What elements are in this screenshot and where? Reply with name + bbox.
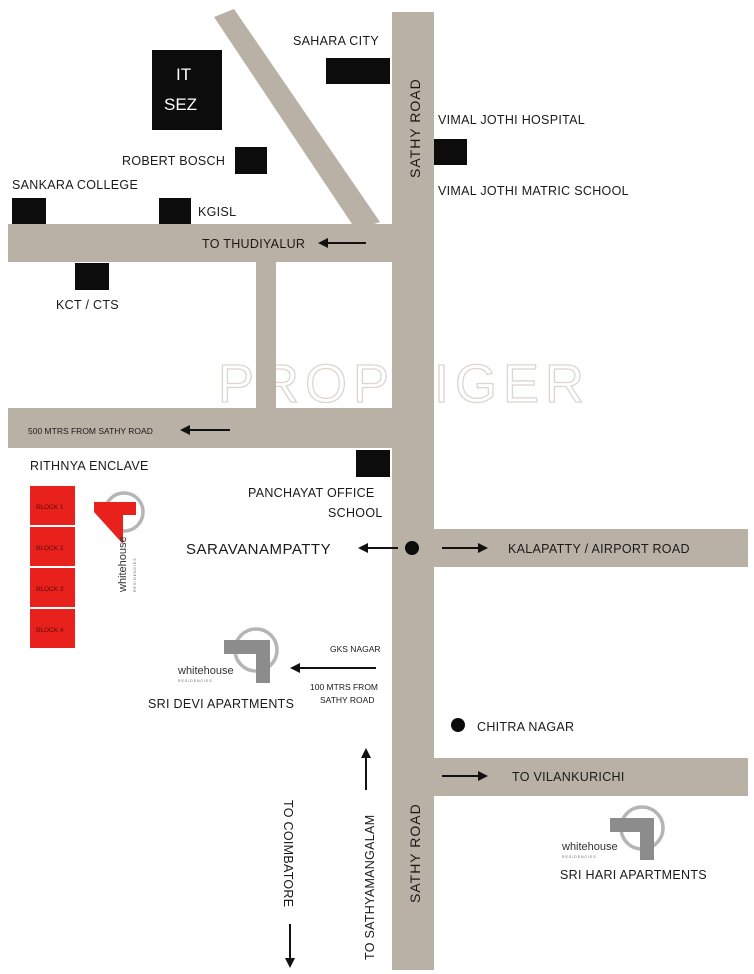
road-network bbox=[8, 9, 748, 970]
kgisl-label: KGISL bbox=[198, 205, 236, 219]
block-1-label: BLOCK 1 bbox=[36, 504, 64, 511]
saravanampatty-label: SARAVANAMPATTY bbox=[186, 541, 331, 558]
connector-road bbox=[256, 262, 276, 410]
vilankurichi-arrow bbox=[442, 771, 488, 781]
block-1 bbox=[30, 486, 75, 525]
block-4 bbox=[30, 609, 75, 648]
100-mtrs-label-line2: SATHY ROAD bbox=[320, 695, 374, 705]
robert-bosch-label: ROBERT BOSCH bbox=[122, 154, 225, 168]
sankara-college-marker bbox=[12, 198, 46, 224]
sathy-road-label-upper: SATHY ROAD bbox=[407, 78, 423, 178]
whitehouse-logo-rithnya: whitehouse RESIDENCIES bbox=[94, 491, 145, 593]
landmark-markers bbox=[12, 50, 467, 732]
chitra-nagar-label: CHITRA NAGAR bbox=[477, 720, 574, 734]
whitehouse-logo-sri-devi-sub: RESIDENCIES bbox=[178, 679, 213, 683]
100-mtrs-label-line1: 100 MTRS FROM bbox=[310, 682, 378, 692]
block-3 bbox=[30, 568, 75, 607]
gks-nagar-arrow bbox=[290, 663, 376, 673]
it-sez-marker bbox=[152, 50, 222, 130]
block-3-label: BLOCK 3 bbox=[36, 586, 64, 593]
coimbatore-arrow bbox=[285, 924, 295, 968]
panchayat-office-marker bbox=[356, 450, 390, 477]
it-sez-label-line2: SEZ bbox=[164, 95, 197, 114]
saravanampatty-junction-dot bbox=[405, 541, 419, 555]
kgisl-marker bbox=[159, 198, 191, 224]
sathyamangalam-arrow bbox=[361, 748, 371, 790]
sathy-road-label-lower: SATHY ROAD bbox=[407, 803, 423, 903]
whitehouse-logo-sri-devi: whitehouse RESIDENCIES bbox=[177, 627, 279, 683]
school-label: SCHOOL bbox=[328, 506, 383, 520]
diagonal-road bbox=[214, 9, 380, 230]
whitehouse-logo-sri-hari-text: whitehouse bbox=[561, 841, 618, 853]
saravanampatty-west-arrow bbox=[358, 543, 398, 553]
to-sathyamangalam-label: TO SATHYAMANGALAM bbox=[363, 815, 377, 960]
robert-bosch-marker bbox=[235, 147, 267, 174]
sahara-city-marker bbox=[326, 58, 390, 84]
500-mtrs-arrow bbox=[180, 425, 230, 435]
sri-devi-apartments-label: SRI DEVI APARTMENTS bbox=[148, 697, 294, 711]
sathy-road bbox=[392, 12, 434, 970]
to-coimbatore-label: TO COIMBATORE bbox=[281, 800, 295, 907]
to-thudiyalur-label: TO THUDIYALUR bbox=[202, 237, 305, 251]
to-vilankurichi-label: TO VILANKURICHI bbox=[512, 770, 625, 784]
thudiyalur-arrow bbox=[318, 238, 366, 248]
vimal-jothi-hospital-label: VIMAL JOTHI HOSPITAL bbox=[438, 113, 585, 127]
kalapatty-airport-road-label: KALAPATTY / AIRPORT ROAD bbox=[508, 542, 690, 556]
sahara-city-label: SAHARA CITY bbox=[293, 34, 379, 48]
rithnya-enclave-label: RITHNYA ENCLAVE bbox=[30, 459, 149, 473]
whitehouse-logo-sri-devi-text: whitehouse bbox=[177, 665, 234, 677]
panchayat-office-label: PANCHAYAT OFFICE bbox=[248, 486, 375, 500]
it-sez-label-line1: IT bbox=[176, 65, 191, 84]
kct-cts-marker bbox=[75, 263, 109, 290]
gks-nagar-label: GKS NAGAR bbox=[330, 644, 381, 654]
block-2-label: BLOCK 2 bbox=[36, 545, 64, 552]
500-mtrs-label: 500 MTRS FROM SATHY ROAD bbox=[28, 426, 153, 436]
rithnya-blocks: BLOCK 1 BLOCK 2 BLOCK 3 BLOCK 4 bbox=[30, 486, 75, 648]
chitra-nagar-dot bbox=[451, 718, 465, 732]
whitehouse-logo-rithnya-sub: RESIDENCIES bbox=[133, 557, 137, 592]
block-2 bbox=[30, 527, 75, 566]
sankara-college-label: SANKARA COLLEGE bbox=[12, 178, 138, 192]
whitehouse-logo-sri-hari: whitehouse RESIDENCIES bbox=[561, 805, 665, 860]
kct-cts-label: KCT / CTS bbox=[56, 298, 119, 312]
sri-hari-apartments-label: SRI HARI APARTMENTS bbox=[560, 868, 707, 882]
vimal-jothi-marker bbox=[434, 139, 467, 165]
whitehouse-logo-rithnya-text: whitehouse bbox=[117, 536, 129, 593]
whitehouse-logo-sri-hari-sub: RESIDENCIES bbox=[562, 855, 597, 859]
block-4-label: BLOCK 4 bbox=[36, 627, 64, 634]
vimal-jothi-school-label: VIMAL JOTHI MATRIC SCHOOL bbox=[438, 184, 629, 198]
kalapatty-arrow bbox=[442, 543, 488, 553]
road-500-mtrs bbox=[8, 408, 394, 448]
